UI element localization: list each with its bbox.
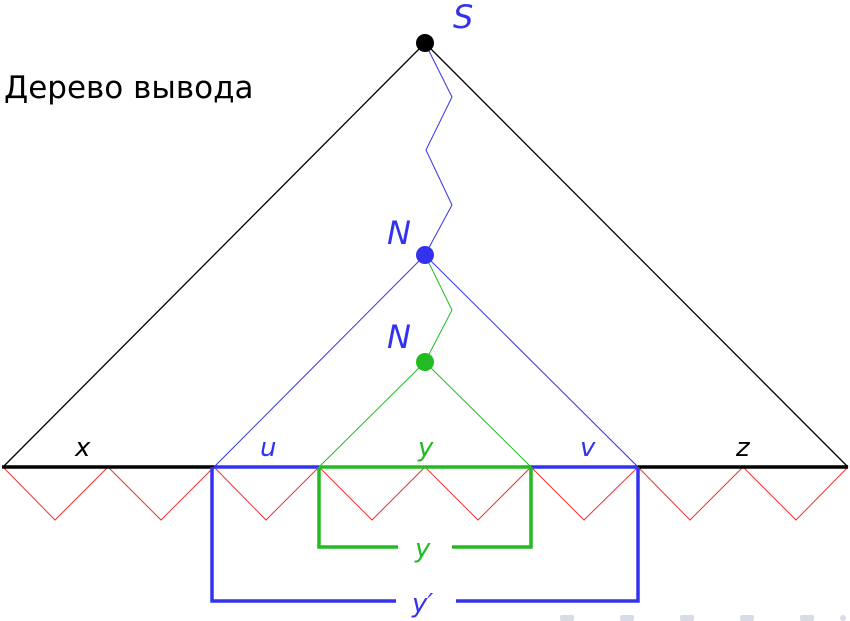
path-s-to-n — [424, 42, 453, 256]
lower-n-node — [416, 353, 434, 371]
outer-bracket — [210, 467, 640, 603]
lower-n-label: N — [387, 318, 411, 356]
segment-y-label: y — [417, 433, 434, 463]
blue-triangle-left-edge — [213, 254, 426, 468]
outer-triangle-right-edge — [424, 42, 849, 468]
green-triangle-right-edge — [424, 361, 532, 468]
green-triangle-left-edge — [318, 361, 426, 468]
nav-first-icon[interactable] — [560, 615, 574, 621]
segment-z-label: z — [735, 433, 751, 463]
segment-u-label: u — [260, 433, 276, 463]
nav-prev-icon[interactable] — [620, 615, 634, 621]
presentation-nav[interactable] — [560, 615, 846, 621]
inner-bracket-label: y — [414, 534, 431, 564]
leaf-zigzag — [2, 466, 849, 521]
segment-x-label: x — [74, 433, 91, 463]
green-subtree-triangle — [318, 361, 532, 468]
blue-triangle-right-edge — [424, 254, 639, 468]
root-node — [416, 34, 434, 52]
nav-search-icon[interactable] — [840, 615, 846, 621]
nav-last-icon[interactable] — [800, 615, 814, 621]
upper-n-node — [416, 246, 434, 264]
nav-section-icon[interactable] — [680, 615, 694, 621]
upper-n-label: N — [387, 214, 411, 252]
outer-triangle-left-edge — [2, 42, 426, 468]
outer-tree-triangle — [2, 42, 849, 468]
inner-bracket — [317, 467, 533, 549]
outer-bracket-label: y′ — [411, 589, 433, 619]
blue-subtree-triangle — [213, 254, 639, 468]
diagram-title: Дерево вывода — [4, 70, 254, 106]
nav-next-icon[interactable] — [740, 615, 754, 621]
segment-v-label: v — [580, 433, 596, 463]
path-n-to-n — [424, 254, 453, 363]
root-node-label: S — [453, 0, 473, 36]
